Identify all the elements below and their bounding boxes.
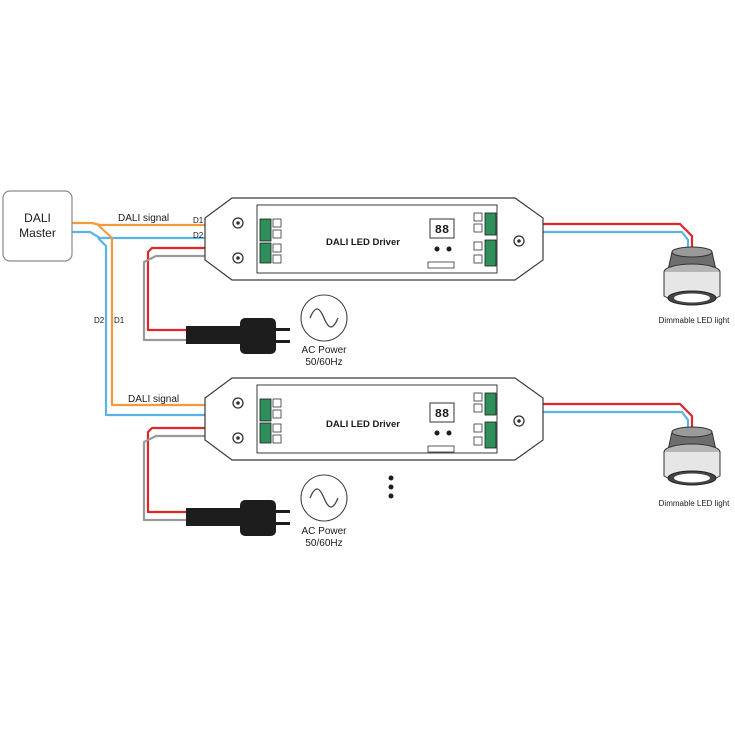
driver-cover <box>256 384 498 454</box>
button-icon <box>434 246 440 252</box>
ac-input-terminal <box>259 242 272 264</box>
mount-hole-icon <box>517 419 521 423</box>
ac-source-1: AC Power 50/60Hz <box>300 294 348 368</box>
dali-input-terminal <box>259 398 272 422</box>
ac-source-2: AC Power 50/60Hz <box>300 474 348 549</box>
terminal-screw <box>473 212 483 222</box>
power-wires <box>142 246 272 522</box>
d1-label-branch: D1 <box>114 316 125 325</box>
mount-hole-icon <box>236 401 240 405</box>
terminal-screw <box>272 423 282 433</box>
ac-power-label: AC Power <box>301 526 347 537</box>
power-plug-1 <box>186 318 290 354</box>
terminal-screw <box>272 434 282 444</box>
terminal-screw <box>272 218 282 228</box>
dali-led-driver-1: DALI LED Driver 88 <box>204 197 544 281</box>
d2-label-top: D2 <box>193 231 204 240</box>
dali-signal-label-2: DALI signal <box>128 394 179 405</box>
dali-bus-wires <box>72 221 272 417</box>
dali-led-driver-2: DALI LED Driver 88 <box>204 377 544 461</box>
dali-signal-label-1: DALI signal <box>118 213 169 224</box>
wire-d1-branch <box>97 224 272 407</box>
master-label-line2: Master <box>19 226 56 240</box>
more-drivers-ellipsis-icon <box>388 475 394 499</box>
mount-hole-icon <box>517 239 521 243</box>
ac-power-label: AC Power <box>301 345 347 356</box>
button-icon <box>434 430 440 436</box>
sine-wave-icon <box>309 488 339 508</box>
plug-prong <box>276 510 290 513</box>
ac-frequency-label: 50/60Hz <box>305 357 342 368</box>
downlight-rim <box>671 246 713 258</box>
master-box <box>2 190 73 262</box>
terminal-screw <box>473 254 483 264</box>
output-terminal <box>484 421 497 449</box>
mount-hole-icon <box>236 436 240 440</box>
driver-title: DALI LED Driver <box>326 419 400 430</box>
wire-l-driver2 <box>146 426 272 514</box>
sine-wave-icon <box>309 308 339 328</box>
led-light-1: Dimmable LED light <box>659 246 730 325</box>
wire-n-driver2 <box>142 434 272 522</box>
plug-cable-sleeve <box>186 326 246 344</box>
mount-hole-icon <box>236 221 240 225</box>
plug-prong <box>276 522 290 525</box>
plug-cable-sleeve <box>186 508 246 526</box>
terminal-screw <box>272 398 282 408</box>
dip-switch <box>427 261 455 269</box>
d1-label-top: D1 <box>193 216 204 225</box>
terminal-screw <box>473 223 483 233</box>
mount-hole-icon <box>236 256 240 260</box>
plug-prong <box>276 328 290 331</box>
driver-cover <box>256 204 498 274</box>
terminal-screw <box>272 243 282 253</box>
ac-input-terminal <box>259 422 272 444</box>
terminal-screw <box>272 254 282 264</box>
ac-frequency-label: 50/60Hz <box>305 538 342 549</box>
light-label: Dimmable LED light <box>659 316 730 325</box>
terminal-screw <box>473 403 483 413</box>
wire-n-driver1 <box>142 254 272 342</box>
terminal-screw <box>473 423 483 433</box>
segment-display <box>429 218 455 239</box>
output-terminal <box>484 392 497 416</box>
wire-d2-branch <box>97 237 272 417</box>
downlight-lens-inner <box>674 293 710 303</box>
button-icon <box>446 246 452 252</box>
dali-input-terminal <box>259 218 272 242</box>
dip-switch <box>427 445 455 453</box>
terminal-screw <box>473 241 483 251</box>
terminal-screw <box>473 392 483 402</box>
plug-icon <box>240 318 276 354</box>
segment-display-value: 88 <box>435 223 449 237</box>
output-terminal <box>484 212 497 236</box>
wire-d2-driver1 <box>72 230 272 240</box>
wire-l-driver1 <box>146 246 272 332</box>
dali-master: DALI Master <box>2 190 73 262</box>
button-icon <box>446 430 452 436</box>
master-label-line1: DALI <box>24 211 51 225</box>
downlight-rim <box>671 426 713 438</box>
downlight-lens-inner <box>674 473 710 483</box>
segment-display <box>429 402 455 423</box>
led-light-2: Dimmable LED light <box>659 426 730 508</box>
terminal-screw <box>272 409 282 419</box>
power-plug-2 <box>186 500 290 536</box>
output-terminal <box>484 239 497 267</box>
d2-label-branch: D2 <box>94 316 105 325</box>
terminal-screw <box>473 436 483 446</box>
plug-icon <box>240 500 276 536</box>
segment-display-value: 88 <box>435 407 449 421</box>
plug-prong <box>276 340 290 343</box>
driver-title: DALI LED Driver <box>326 237 400 248</box>
wire-d1-driver1 <box>72 221 272 227</box>
light-label: Dimmable LED light <box>659 499 730 508</box>
terminal-screw <box>272 229 282 239</box>
